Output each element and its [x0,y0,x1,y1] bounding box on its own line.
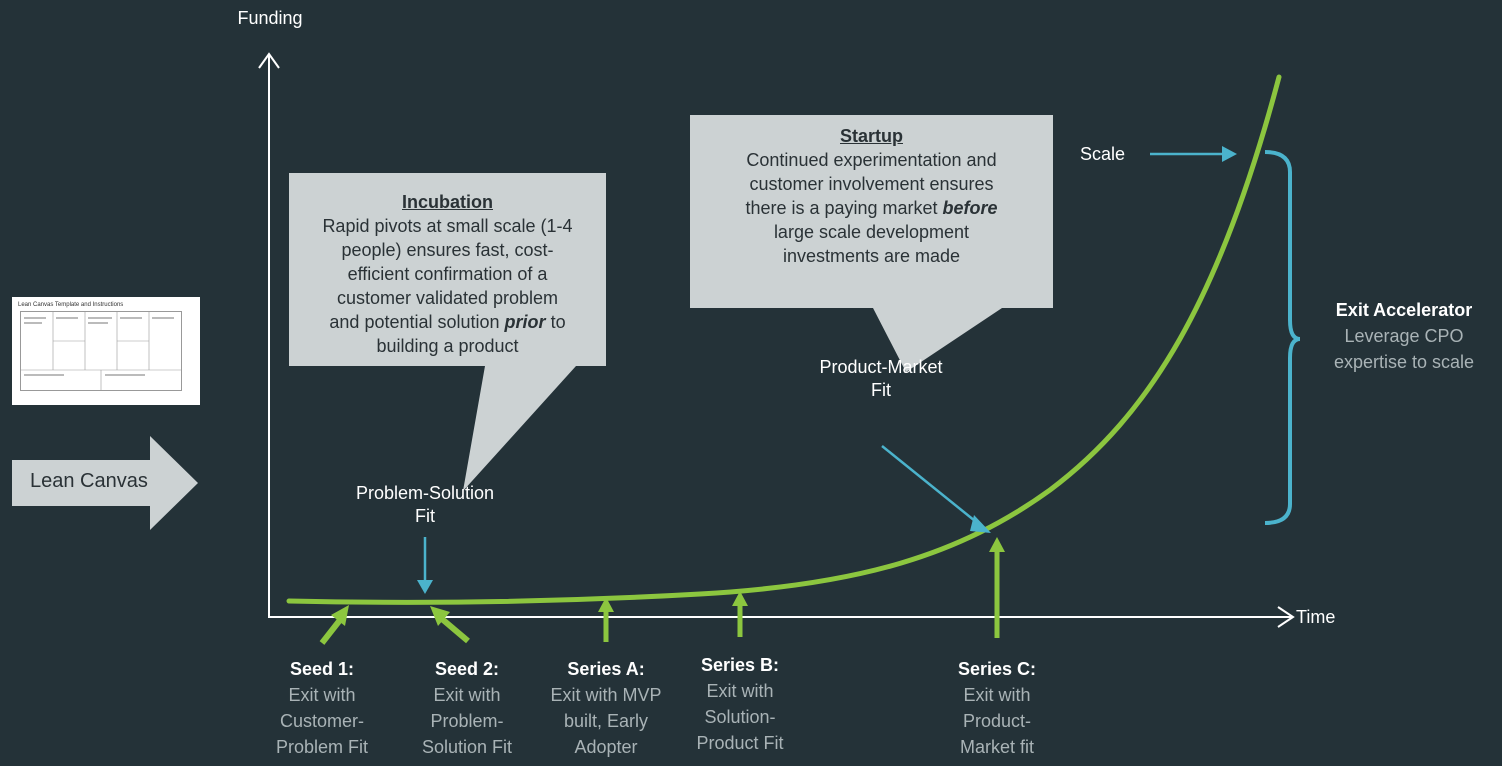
startup-line-3: there is a paying market before [745,198,998,218]
exit-accelerator-label: Exit Accelerator Leverage CPO expertise … [1306,297,1502,375]
stage-series-b: Series B: Exit with Solution- Product Fi… [676,652,804,756]
startup-callout [690,115,1053,372]
startup-line-2: customer involvement ensures [749,174,994,194]
seed-2-arrow [430,606,470,644]
product-market-pointer [881,445,991,533]
stage-title: Series A: [567,659,645,679]
incubation-line-3: efficient confirmation of a [347,264,548,284]
stage-series-c: Series C: Exit with Product- Market fit [932,656,1062,760]
startup-heading: Startup [840,126,903,146]
stage-series-a: Series A: Exit with MVP built, Early Ado… [532,656,680,760]
incubation-line-1: Rapid pivots at small scale (1-4 [322,216,573,236]
startup-emphasis: before [942,198,998,218]
stage-seed-2: Seed 2: Exit with Problem- Solution Fit [402,656,532,760]
lean-canvas-thumbnail: Lean Canvas Template and Instructions [12,297,200,405]
stage-title: Seed 2: [434,659,500,679]
incubation-callout [289,173,606,491]
stage-title: Series C: [957,659,1037,679]
incubation-line-5: and potential solution prior to [329,312,566,332]
seed-1-arrow [319,605,349,645]
startup-line-4: large scale development [773,222,970,242]
stage-title: Series B: [700,655,780,675]
exit-accelerator-bracket [1264,150,1301,525]
incubation-heading: Incubation [402,192,493,212]
startup-text: Startup Continued experimentation and cu… [690,124,1053,268]
stage-seed-1: Seed 1: Exit with Customer- Problem Fit [257,656,387,760]
growth-curve [286,74,1282,605]
series-b-arrow [732,591,748,637]
exit-accelerator-line-1: Leverage CPO [1344,326,1464,346]
series-c-arrow [989,537,1005,638]
lean-canvas-label: Lean Canvas [30,470,148,492]
product-market-fit-label: Product-Market Fit [819,357,943,400]
scale-label: Scale [1080,144,1126,164]
lean-canvas-arrow [12,436,198,530]
problem-solution-pointer [417,537,433,594]
startup-line-1: Continued experimentation and [746,150,997,170]
incubation-text: Incubation Rapid pivots at small scale (… [289,190,606,358]
stage-title: Seed 1: [289,659,355,679]
problem-solution-fit-label: Problem-Solution Fit [355,483,495,526]
incubation-emphasis: prior [504,312,546,332]
startup-line-5: investments are made [782,246,961,266]
x-axis-label: Time [1296,607,1336,627]
incubation-line-4: customer validated problem [336,288,559,308]
lean-canvas-thumbnail-title: Lean Canvas Template and Instructions [18,302,124,308]
exit-accelerator-title: Exit Accelerator [1335,300,1473,320]
scale-pointer [1150,146,1237,162]
exit-accelerator-line-2: expertise to scale [1333,352,1475,372]
incubation-line-6: building a product [376,336,519,356]
series-a-arrow [598,597,614,642]
y-axis-label: Funding [237,8,303,28]
incubation-line-2: people) ensures fast, cost- [341,240,554,260]
lean-canvas-grid [20,311,182,391]
y-axis-arrowhead [258,52,280,69]
x-axis-arrowhead [1277,606,1295,628]
